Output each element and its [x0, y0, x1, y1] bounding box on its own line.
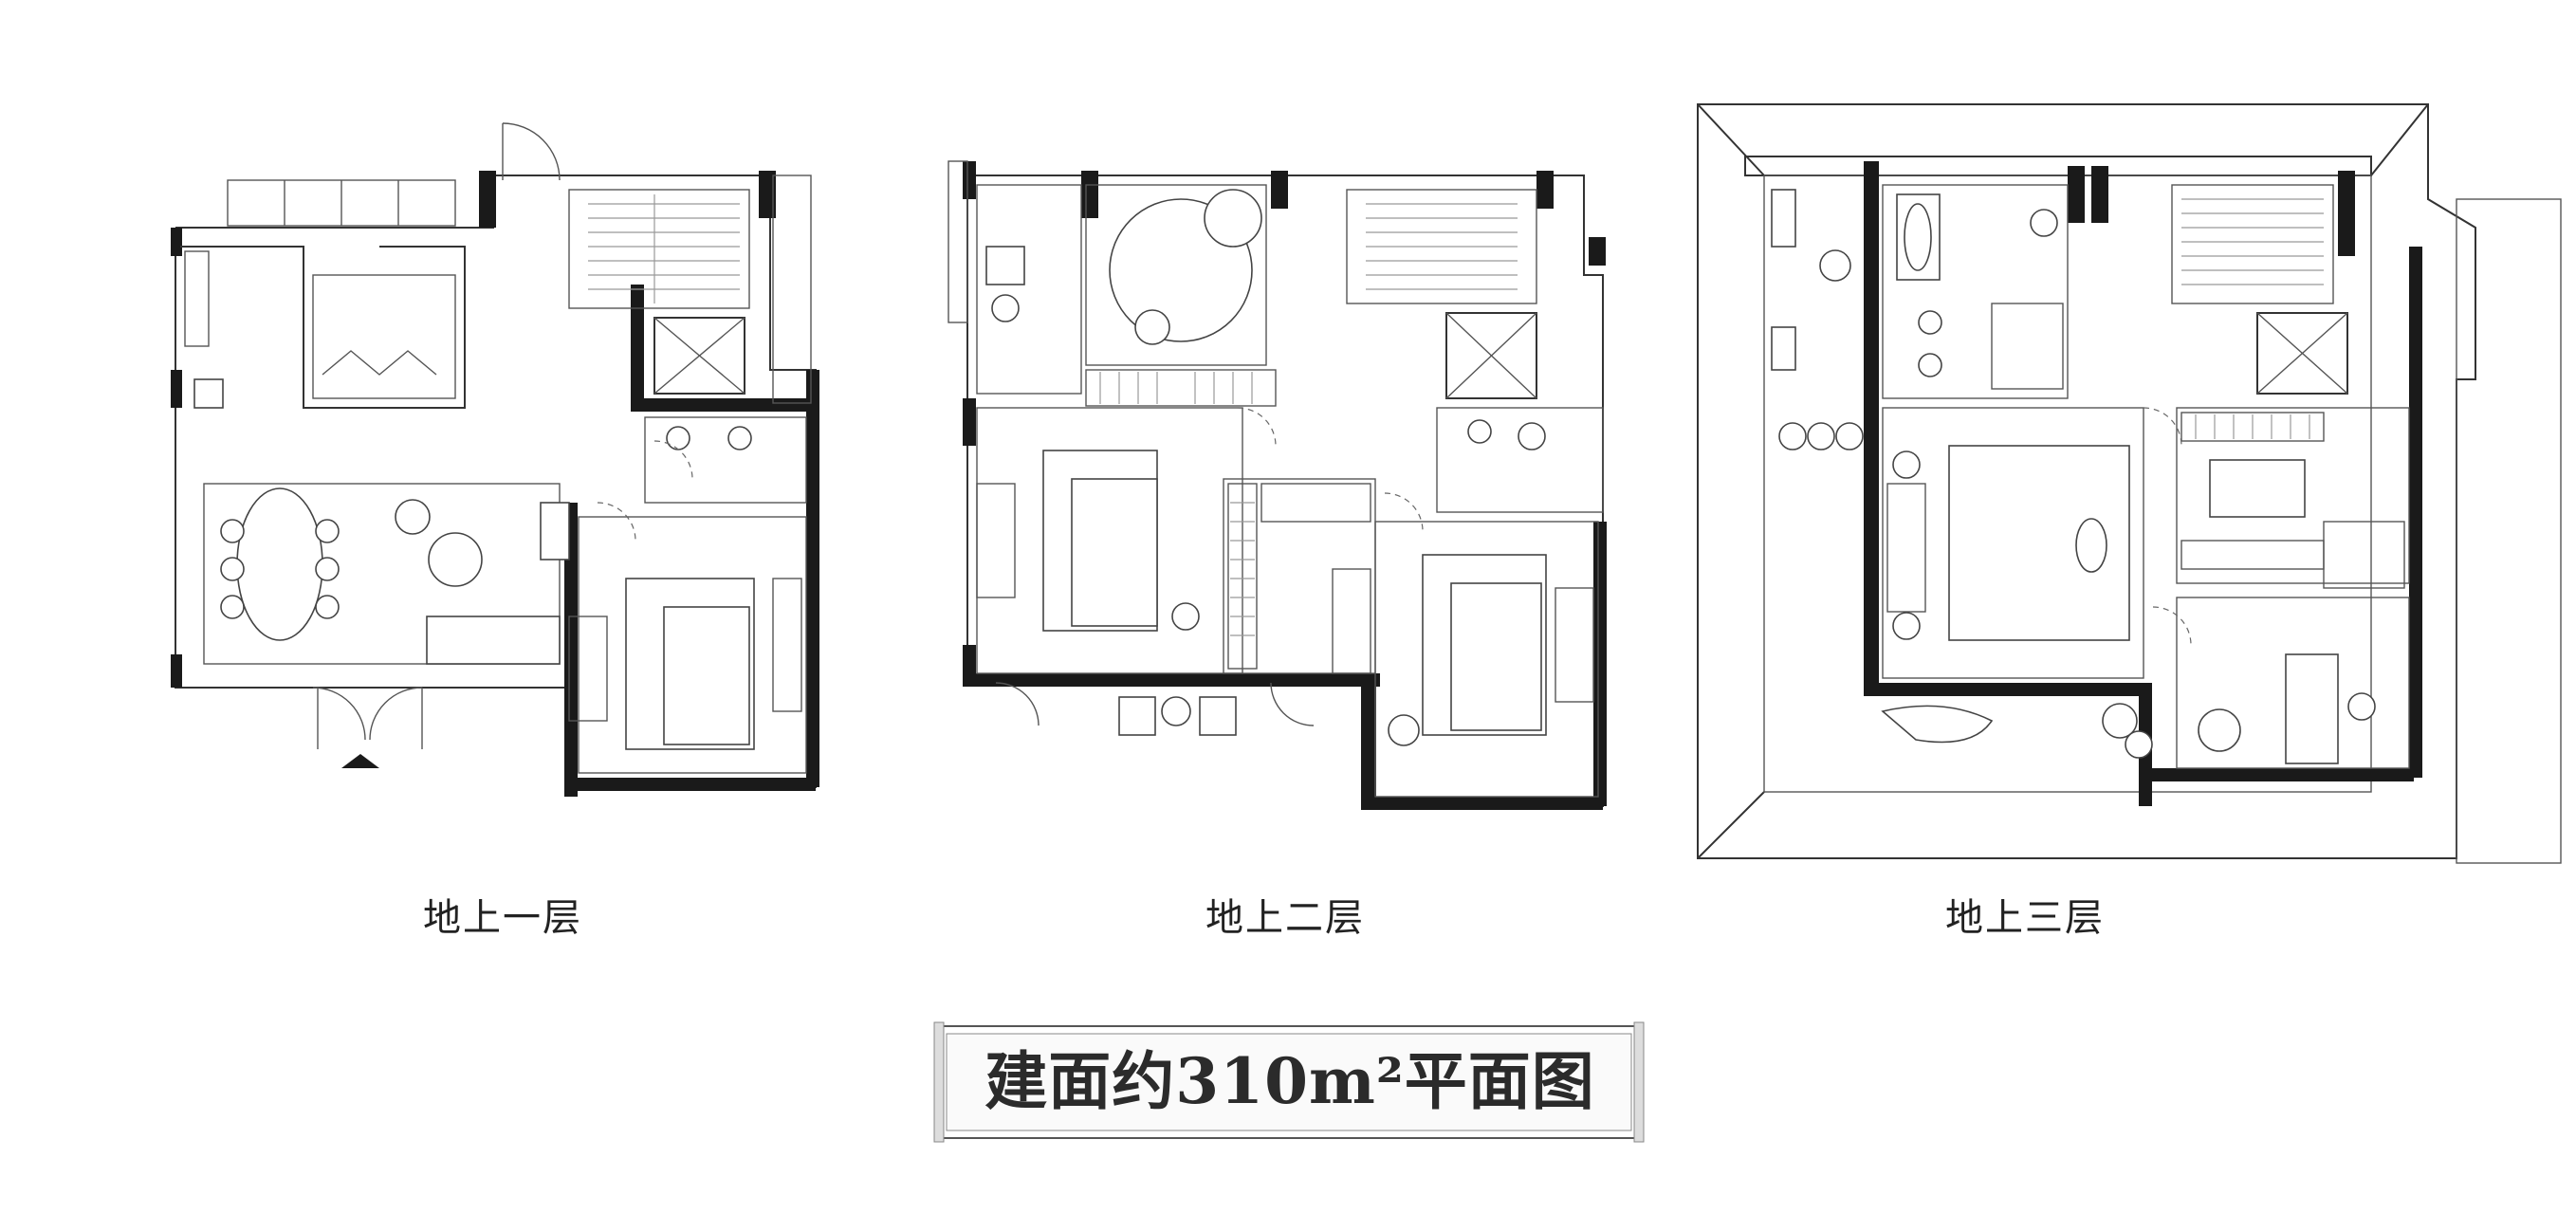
floor-plan-3 — [1697, 103, 2562, 864]
area-banner: 建面约310m²平面图 — [939, 1024, 1641, 1138]
floor-plan-2 — [948, 160, 1607, 810]
floor-plan-1 — [171, 122, 819, 797]
floor-label-1: 地上一层 — [423, 896, 582, 940]
floor-label-2: 地上二层 — [1205, 896, 1365, 940]
banner-title: 建面约310m²平面图 — [984, 1044, 1595, 1118]
floor-label-3: 地上三层 — [1945, 896, 2105, 940]
banner-frame — [933, 1021, 1645, 1143]
